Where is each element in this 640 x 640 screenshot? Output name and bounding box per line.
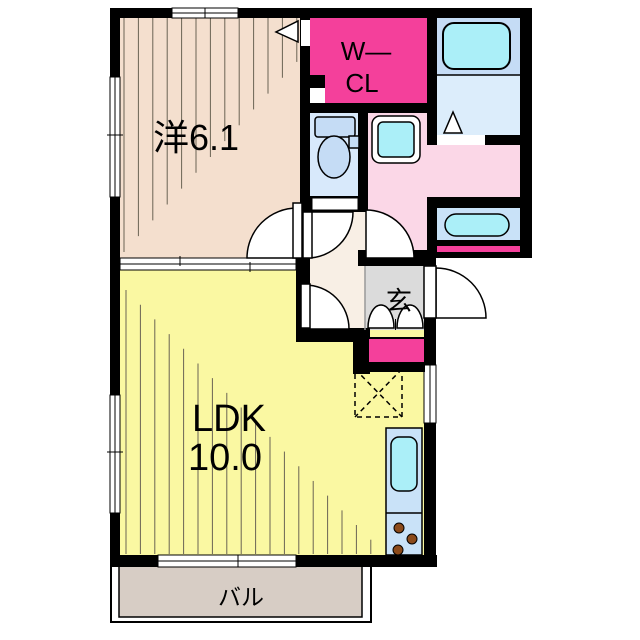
shoe-cabinet — [367, 337, 426, 365]
western-room-hatching — [123, 18, 298, 252]
window-balcony — [157, 554, 297, 568]
wall-below-shoe-cabinet — [368, 362, 425, 372]
wall-laundry-top — [427, 197, 520, 208]
bedroom-door-leaf — [292, 202, 303, 259]
toilet-door-leaf — [302, 211, 313, 259]
stove-burner-icon — [393, 522, 405, 534]
toilet — [314, 116, 360, 179]
bathroom-fixtures — [437, 22, 520, 76]
room-labels: 洋6.1 W— CL 玄 LDK 10.0 バル — [153, 36, 412, 610]
entrance-door-leaf — [423, 265, 437, 319]
accent-stripe — [437, 246, 520, 252]
toilet-flush-handle — [348, 135, 360, 149]
entrance-door-swing — [435, 267, 487, 319]
walk-in-closet-floor — [310, 18, 427, 103]
window-kitchen-right — [423, 364, 437, 424]
ldk-door-leaf — [300, 283, 311, 329]
closet-door-arrow — [274, 19, 299, 44]
bath-door-arrow — [442, 110, 464, 134]
refrigerator-space — [354, 368, 403, 418]
kitchen — [385, 427, 423, 556]
wall-block-shoebox-left — [353, 328, 370, 374]
western-room-label: 洋6.1 — [153, 117, 239, 158]
washroom-floor-extension — [428, 145, 520, 197]
toilet-doorway-gap — [311, 197, 359, 211]
window-bedroom-left — [107, 76, 123, 198]
walk-in-closet-label-line2: CL — [345, 68, 378, 98]
closet-notch-gap — [310, 88, 325, 103]
windows — [107, 7, 485, 568]
sliding-partition-bedroom-ldk — [119, 256, 297, 272]
entrance-label: 玄 — [386, 286, 412, 316]
shoe-cabinet-door-right — [396, 304, 424, 329]
toilet-bowl — [317, 135, 351, 179]
bath-doorway-gap — [437, 135, 485, 145]
ldk-label-line1: LDK — [192, 398, 266, 440]
wash-basin — [371, 115, 421, 164]
bedroom-door-swing — [246, 207, 298, 259]
window-ldk-left — [107, 394, 123, 514]
wall-right-upper — [520, 8, 532, 258]
wall-bath-left — [427, 8, 437, 145]
wall-top — [110, 8, 532, 18]
wall-entrance-bottom — [296, 328, 370, 342]
wall-left — [110, 8, 120, 567]
kitchen-sink — [390, 436, 418, 492]
window-bedroom-top — [171, 7, 239, 19]
wall-bedroom-right — [300, 18, 310, 258]
stove-burner-icon — [406, 533, 418, 545]
doors — [246, 19, 487, 330]
ldk-hatching — [125, 290, 372, 554]
stove-burner-icon — [392, 544, 404, 556]
fixtures — [314, 22, 520, 556]
wall-closet-notch — [310, 75, 325, 88]
toilet-tank — [314, 116, 356, 138]
balcony-label: バル — [218, 584, 264, 610]
balcony-floor — [118, 563, 363, 618]
wall-toilet-washroom — [358, 103, 368, 212]
shoe-cabinet-door-left — [367, 304, 395, 329]
wash-basin-bowl — [377, 121, 415, 158]
ldk-label-line2: 10.0 — [188, 437, 262, 479]
wall-laundry-left — [427, 197, 437, 258]
washroom-door-swing — [365, 209, 415, 259]
bathtub — [442, 22, 511, 70]
walk-in-closet-label-line1: W— — [341, 36, 392, 66]
closet-doorway-gap — [301, 20, 310, 46]
washing-machine — [444, 213, 510, 237]
